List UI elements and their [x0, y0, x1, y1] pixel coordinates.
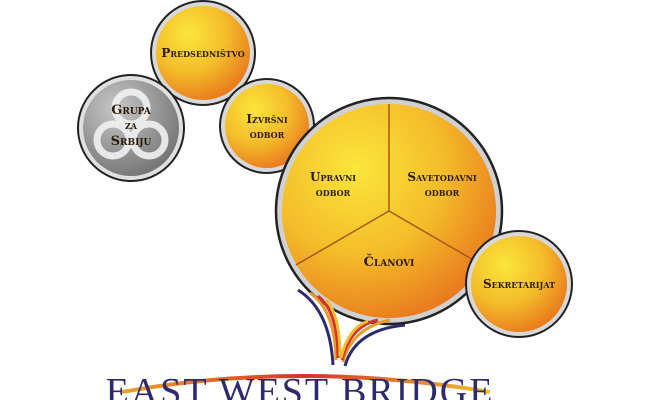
- label-upravni: Upravni: [310, 170, 356, 184]
- label-grupa: Grupa: [111, 103, 152, 118]
- label-savetodavni: Savetodavni: [407, 170, 477, 184]
- label-izvrsni: Izvršni: [246, 112, 287, 126]
- label-upravni-odbor: odbor: [316, 185, 351, 199]
- east-west-bridge-logo: EAST WEST BRIDGE: [106, 288, 495, 400]
- node-grupa-za-srbiju: Grupa za Srbiju: [77, 74, 185, 182]
- node-main-circle: Upravni odbor Savetodavni odbor Članovi: [274, 96, 504, 326]
- label-savetodavni-odbor: odbor: [425, 185, 460, 199]
- label-za: za: [125, 118, 138, 132]
- node-sekretarijat: Sekretarijat: [465, 230, 573, 338]
- label-predsednistvo: Predsedništvo: [161, 46, 244, 60]
- sector-dividers: [295, 104, 483, 266]
- label-izvrsni-odbor: odbor: [250, 127, 285, 141]
- triskelion-icon: [93, 88, 169, 160]
- node-predsednistvo: Predsedništvo: [150, 0, 256, 106]
- node-izvrsni-odbor: Izvršni odbor: [219, 78, 315, 174]
- logo-arc: [121, 374, 491, 394]
- logo-text: EAST WEST BRIDGE: [106, 371, 495, 400]
- label-sekretarijat: Sekretarijat: [483, 277, 555, 291]
- logo-ribbons-icon: [297, 288, 406, 367]
- label-clanovi: Članovi: [364, 253, 415, 270]
- label-srbiju: Srbiju: [111, 134, 152, 149]
